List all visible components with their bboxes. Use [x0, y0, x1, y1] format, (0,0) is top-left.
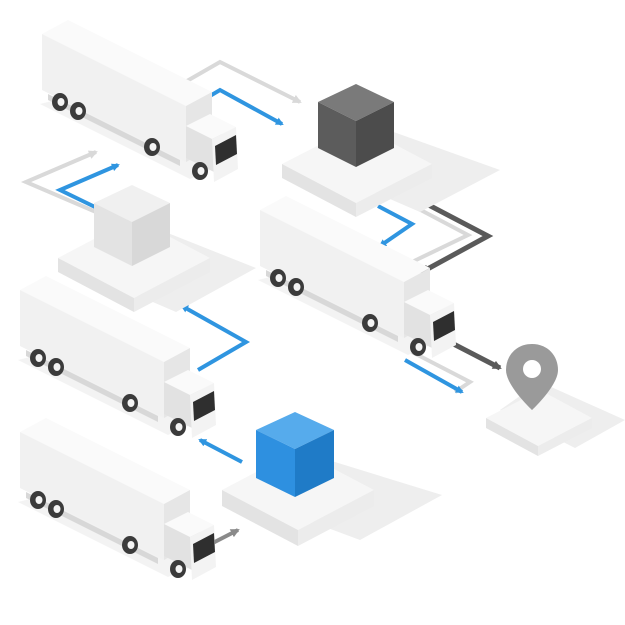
route-arrow-icon — [179, 59, 302, 104]
truck-icon — [18, 418, 216, 580]
truck-icon — [258, 196, 456, 358]
route-arrow-icon — [411, 350, 474, 394]
box-icon — [318, 84, 394, 167]
route-arrow-icon — [404, 358, 464, 394]
truck-icon — [40, 20, 238, 182]
destination-platform — [486, 382, 625, 456]
route-arrow-icon — [20, 150, 98, 214]
location-pin-icon — [506, 344, 558, 410]
box-icon — [94, 185, 170, 266]
route-arrow-icon — [180, 304, 251, 372]
route-arrow-icon — [377, 204, 416, 248]
box-icon — [256, 412, 334, 497]
route-arrow-icon — [198, 438, 243, 464]
route-arrow-icon — [55, 163, 120, 209]
